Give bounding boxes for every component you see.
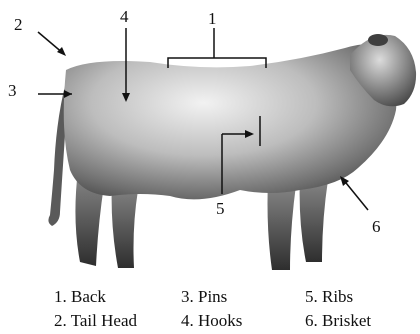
- legend-item: 2. Tail Head: [54, 311, 137, 331]
- callout-number: 3: [8, 81, 17, 100]
- legend-item: 4. Hooks: [181, 311, 242, 331]
- fore-leg: [268, 180, 297, 270]
- legend-item: 5. Ribs: [305, 287, 353, 307]
- legend-item: 1. Back: [54, 287, 106, 307]
- callout-number: 4: [120, 7, 129, 26]
- cow-body: [64, 44, 397, 199]
- callout-number: 1: [208, 9, 217, 28]
- legend: 1. Back 3. Pins 5. Ribs 2. Tail Head 4. …: [0, 284, 420, 334]
- ear: [368, 34, 388, 46]
- callout-number: 6: [372, 217, 381, 236]
- legend-item: 3. Pins: [181, 287, 227, 307]
- legend-item: 6. Brisket: [305, 311, 371, 331]
- callout-number: 5: [216, 199, 225, 218]
- callout-number: 2: [14, 15, 23, 34]
